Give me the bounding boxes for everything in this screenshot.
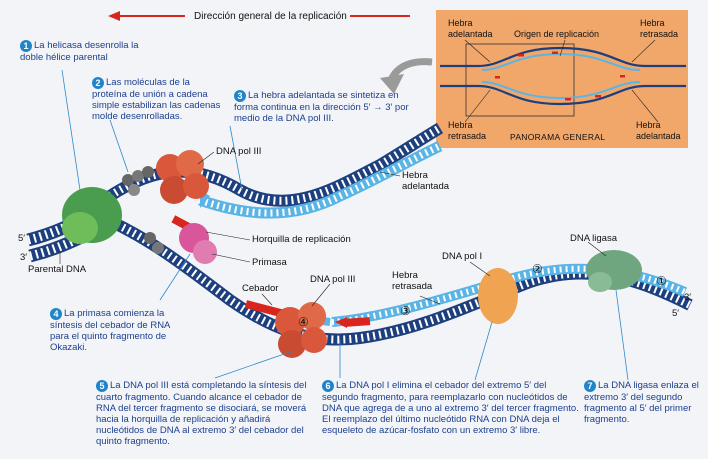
hebra-retrasada-label: Hebra retrasada	[392, 270, 433, 292]
fragment-number-2: ②	[532, 262, 543, 276]
fragment-number-1: ①	[656, 274, 667, 288]
cebador-label: Cebador	[242, 283, 279, 294]
step-7-text: La DNA ligasa enlaza el extremo 3′ del s…	[584, 380, 699, 425]
overview-top-left-label: Hebra adelantada	[448, 18, 493, 39]
dna-ligasa	[586, 250, 642, 292]
primasa-label: Primasa	[252, 257, 287, 268]
dna-pol-i	[478, 268, 518, 324]
direction-label: Dirección general de la replicación	[194, 11, 347, 22]
step-2-badge: 2	[92, 77, 104, 89]
fragment-number-3: ③	[400, 304, 411, 318]
step-6-badge: 6	[322, 380, 334, 392]
overview-bottom-left-label: Hebra retrasada	[448, 120, 487, 141]
dna-ligasa-label: DNA ligasa	[570, 233, 617, 244]
ssb-proteins	[122, 166, 164, 254]
horquilla-label: Horquilla de replicación	[252, 234, 351, 245]
zoom-arrow	[388, 58, 433, 80]
parental-dna-label: Parental DNA	[28, 264, 87, 275]
dna-pol-iii-top-label: DNA pol III	[216, 146, 262, 157]
zoom-arrow-head	[380, 74, 404, 94]
step-3-text: La hebra adelantada se sintetiza en form…	[234, 90, 409, 124]
step-4-text: La primasa comienza la síntesis del ceba…	[50, 308, 170, 353]
hebra-adelantada-label: Hebra adelantada	[402, 170, 450, 192]
helicase	[62, 187, 122, 244]
overview-title: PANORAMA GENERAL	[510, 132, 606, 142]
step-7-badge: 7	[584, 380, 596, 392]
step-1-badge: 1	[20, 40, 32, 52]
dna-pol-iii-mid-label: DNA pol III	[310, 274, 356, 285]
three-prime-left: 3′	[20, 252, 28, 263]
callout-leaders	[61, 69, 629, 381]
five-prime-left: 5′	[18, 233, 26, 244]
direction-arrow	[108, 11, 410, 21]
primase	[179, 223, 217, 264]
overview-origin-label: Origen de replicación	[514, 29, 600, 39]
step-2-text: Las moléculas de la proteína de unión a …	[92, 77, 221, 122]
fragment-number-4: ④	[298, 315, 309, 329]
step-5-text: La DNA pol III está completando la sínte…	[96, 380, 307, 447]
overview-panel	[436, 10, 688, 148]
three-prime-right: 3′	[684, 292, 692, 303]
overview-bottom-right-label: Hebra adelantada	[636, 120, 681, 141]
overview-top-right-label: Hebra retrasada	[640, 18, 679, 39]
step-3-badge: 3	[234, 90, 246, 102]
step-6-text: La DNA pol I elimina el cebador del extr…	[322, 380, 579, 436]
dna-pol-iii-top	[156, 150, 209, 204]
step-1-text: La helicasa desenrolla la doble hélice p…	[20, 40, 139, 63]
step-4-badge: 4	[50, 308, 62, 320]
dna-pol-i-label: DNA pol I	[442, 251, 483, 262]
label-leaders	[59, 151, 607, 307]
step-5-badge: 5	[96, 380, 108, 392]
five-prime-right: 5′	[672, 308, 680, 319]
dna-pol-iii-mid	[275, 302, 327, 358]
